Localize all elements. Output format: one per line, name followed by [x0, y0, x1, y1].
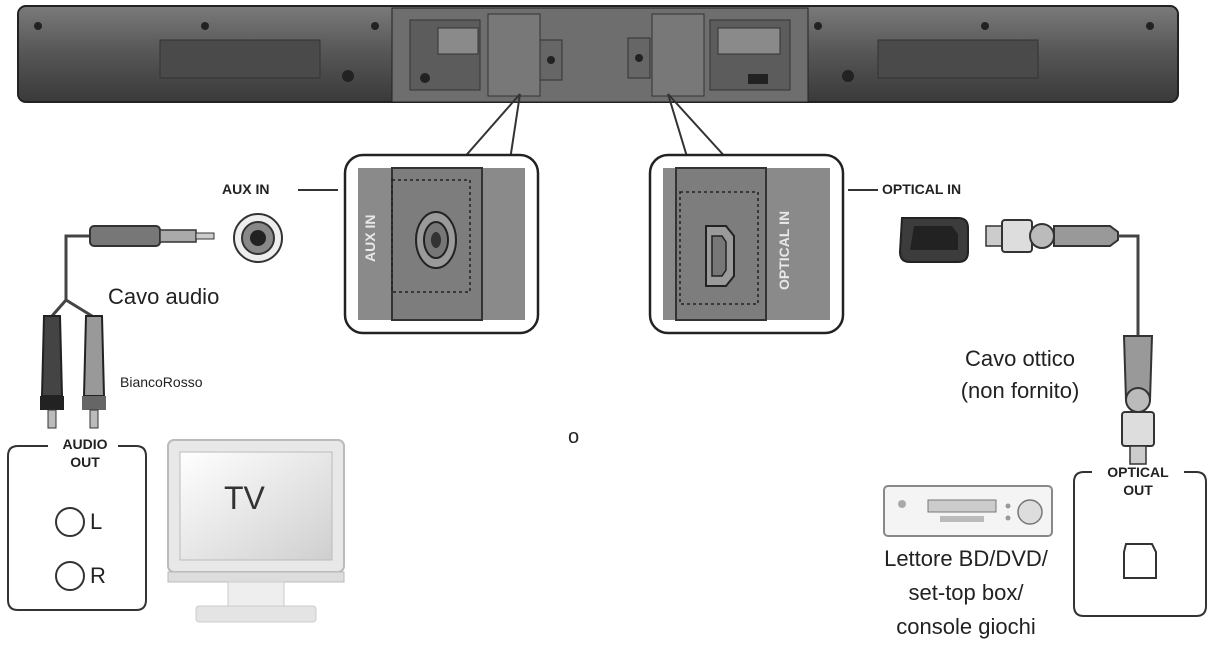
aux-in-zoom-label: AUX IN: [362, 214, 378, 262]
soundbar: [17, 5, 1179, 103]
audio-out-label-line1: AUDIO: [62, 436, 108, 452]
callout-lines: [461, 93, 729, 161]
channel-right-label: R: [90, 563, 106, 588]
optical-cable-label-line1: Cavo ottico: [964, 346, 1076, 371]
player-label-line3: console giochi: [896, 614, 1036, 639]
optical-in-zoom-panel: [648, 153, 845, 335]
player-label-line2: set-top box/: [908, 580, 1024, 605]
tv-icon: [167, 439, 345, 623]
audio-cable-label: Cavo audio: [108, 284, 220, 309]
bd-dvd-player-icon: [883, 485, 1053, 537]
optical-cable: [985, 219, 1155, 465]
player-label-line1: Lettore BD/DVD/: [884, 546, 1048, 571]
optical-out-panel: [1073, 471, 1207, 617]
audio-out-panel: [7, 445, 147, 611]
or-label: o: [568, 426, 580, 448]
plug-colors-label: BiancoRosso: [120, 374, 203, 390]
optical-in-zoom-label: OPTICAL IN: [776, 210, 792, 290]
audio-out-label-line2: OUT: [70, 454, 100, 470]
tv-label: TV: [224, 480, 265, 516]
channel-left-label: L: [90, 509, 103, 534]
optical-in-port: [848, 189, 969, 263]
aux-in-label: AUX IN: [222, 181, 270, 197]
optical-out-label-line1: OPTICAL: [1107, 464, 1169, 480]
aux-in-jack: [233, 189, 338, 263]
audio-cable: [40, 225, 215, 429]
optical-cable-label-line2: (non fornito): [960, 378, 1080, 403]
optical-out-label-line2: OUT: [1123, 482, 1153, 498]
aux-in-zoom-panel: [343, 153, 540, 335]
optical-in-label: OPTICAL IN: [882, 181, 962, 197]
